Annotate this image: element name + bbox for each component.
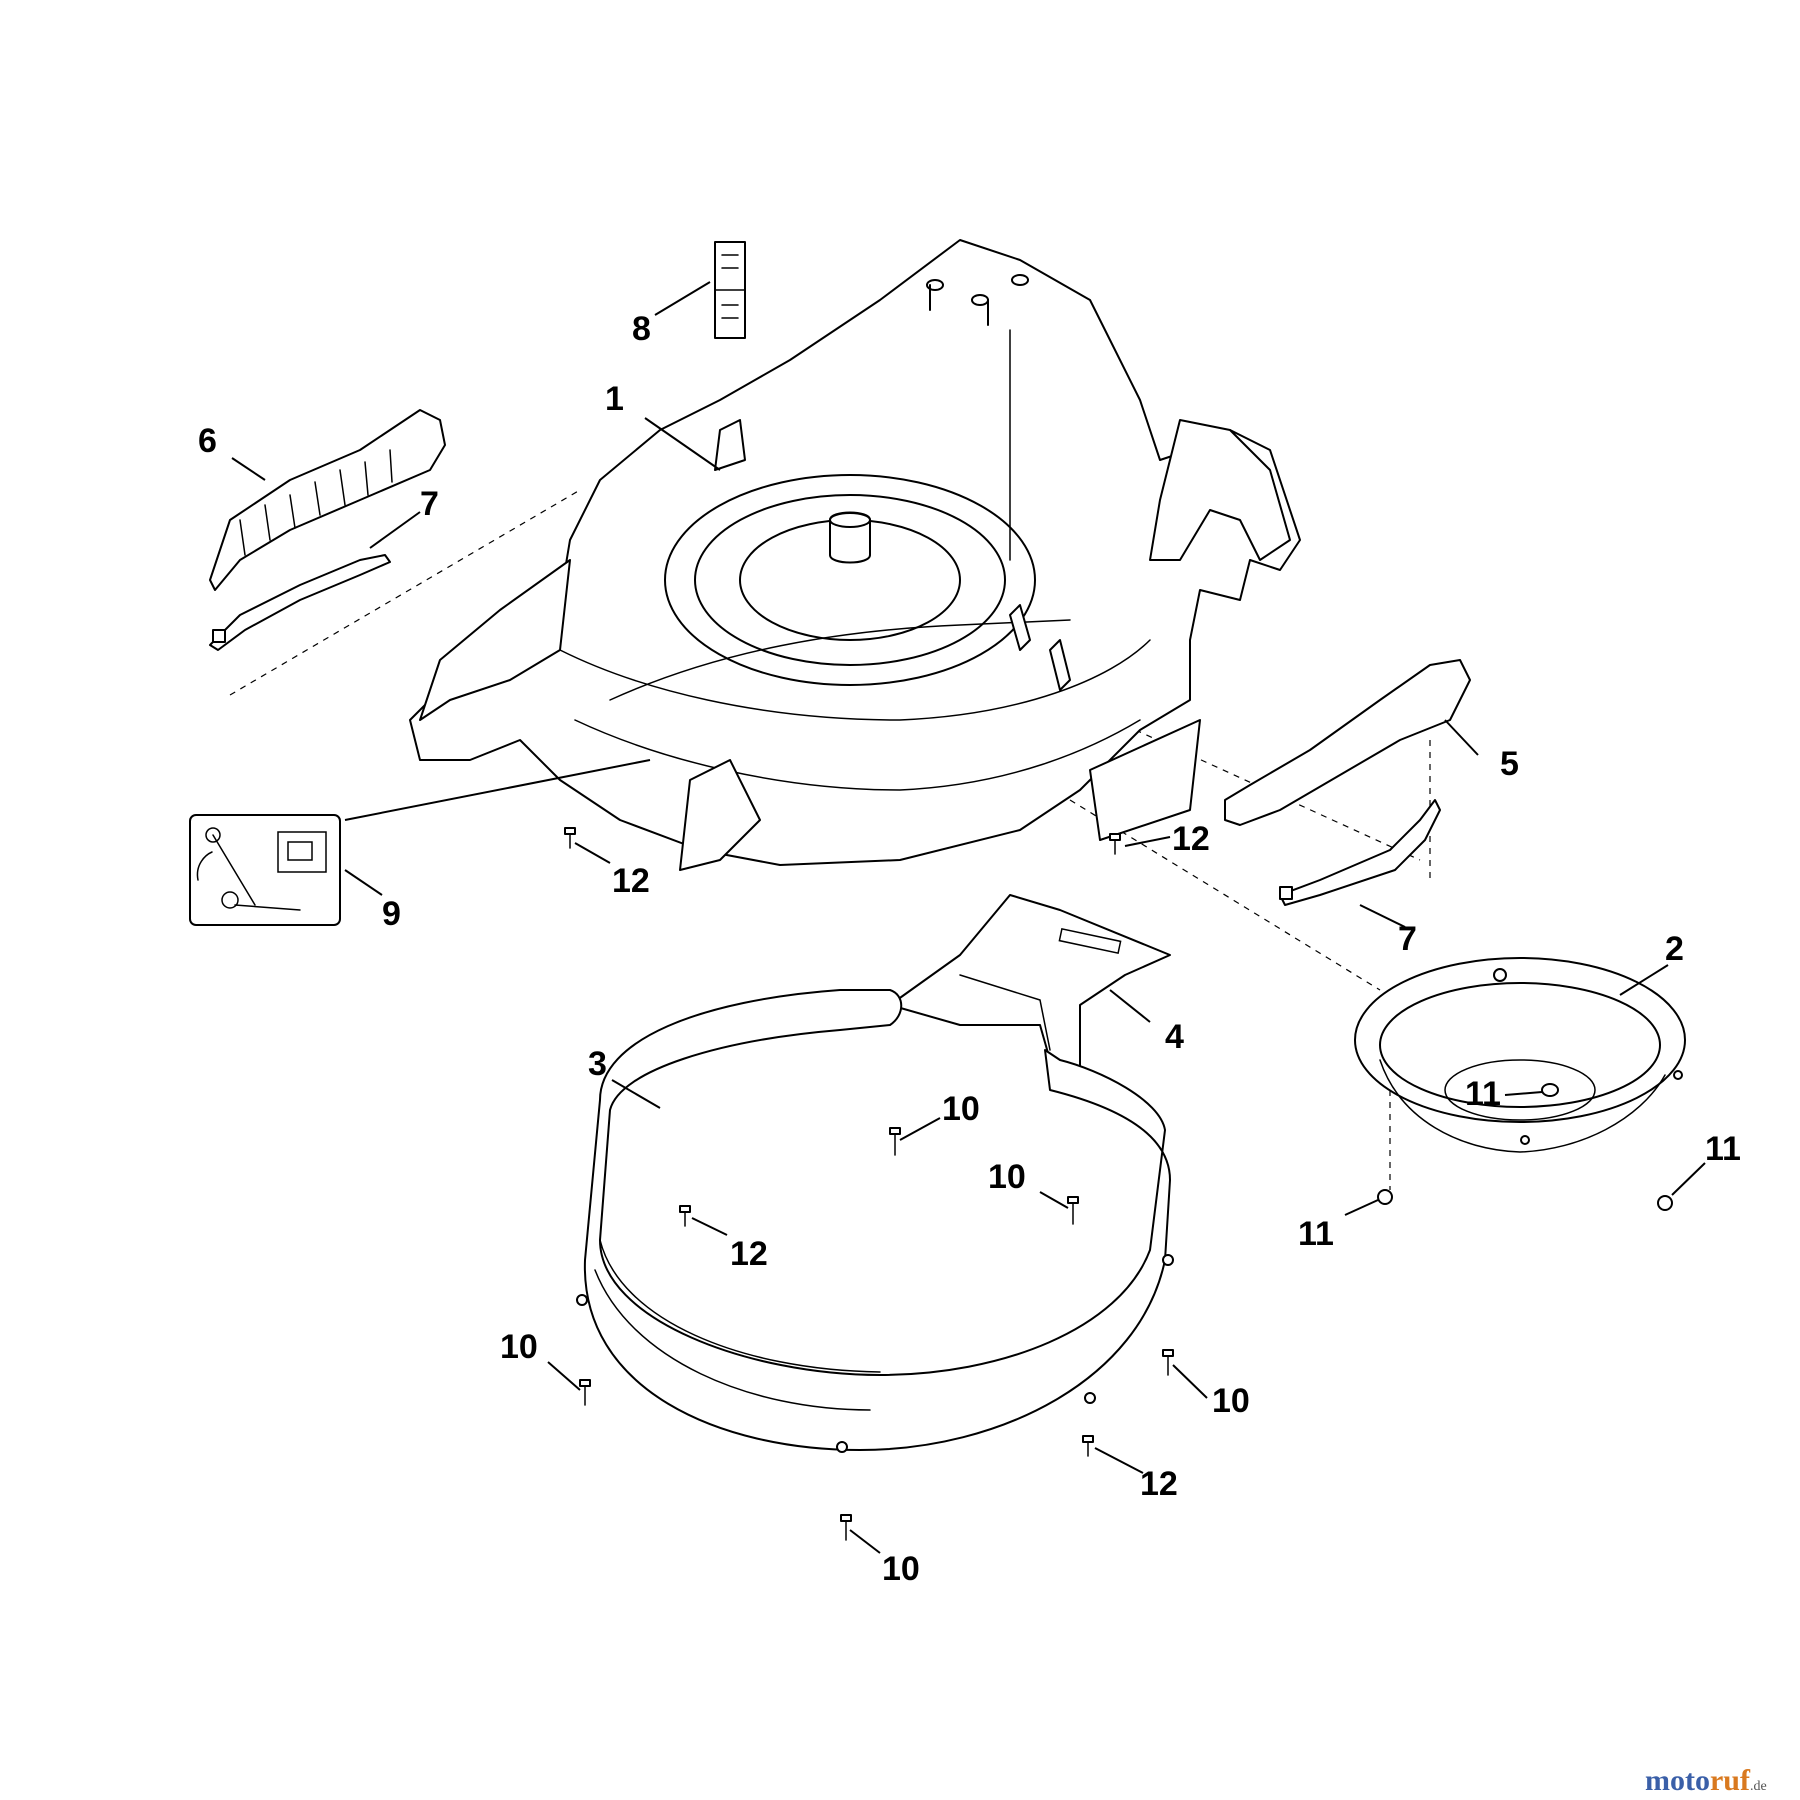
callout-12d: 12: [1140, 1465, 1178, 1503]
callout-7-left: 7: [420, 485, 439, 523]
rear-cover: [209, 409, 446, 591]
leader-lines: [231, 281, 1706, 1554]
callout-5: 5: [1500, 745, 1519, 783]
side-cover: [1224, 659, 1471, 826]
adjustment-rail-left: [209, 554, 391, 651]
callout-10a: 10: [942, 1090, 980, 1128]
svg-text:motoruf.de: motoruf.de: [1645, 1764, 1767, 1797]
watermark-logo: motoruf.de: [1645, 1764, 1767, 1797]
screw-10c: [579, 1379, 591, 1406]
adjustment-rail-right: [1279, 799, 1441, 906]
nut-11a: [1377, 1189, 1393, 1205]
screw-12c: [679, 1205, 691, 1227]
callout-labels: 1 2 3 4 5 6 7 7 8 9 10 10 10 10 10 11 11…: [198, 310, 1741, 1588]
callout-11b: 11: [1298, 1215, 1334, 1253]
callout-11c: 11: [1705, 1130, 1741, 1168]
callout-11a: 11: [1465, 1075, 1501, 1113]
warning-label: [714, 241, 746, 339]
screws: [564, 827, 1673, 1541]
screw-12d: [1082, 1435, 1094, 1457]
screw-10d: [1162, 1349, 1174, 1376]
callout-10d: 10: [1212, 1382, 1250, 1420]
screw-10a: [889, 1127, 901, 1156]
blade-guard-ring: [576, 989, 1174, 1453]
callout-3: 3: [588, 1045, 607, 1083]
callout-10c: 10: [500, 1328, 538, 1366]
callout-7-right: 7: [1398, 920, 1417, 958]
instruction-decal: [189, 814, 341, 926]
watermark-text-b: ruf: [1710, 1764, 1751, 1797]
watermark-text-a: moto: [1645, 1764, 1710, 1797]
callout-9: 9: [382, 895, 401, 933]
nut-11b: [1657, 1195, 1673, 1211]
deck-housing: [409, 239, 1301, 871]
callout-4: 4: [1165, 1018, 1184, 1056]
callout-12a: 12: [612, 862, 650, 900]
callout-10e: 10: [882, 1550, 920, 1588]
callout-12b: 12: [1172, 820, 1210, 858]
callout-12c: 12: [730, 1235, 768, 1273]
screw-12a: [564, 827, 576, 849]
callout-1: 1: [605, 380, 624, 418]
screw-10b: [1067, 1196, 1079, 1225]
screw-10e: [840, 1514, 852, 1541]
deflector: [889, 894, 1171, 1071]
callout-10b: 10: [988, 1158, 1026, 1196]
callout-8: 8: [632, 310, 651, 348]
screw-12b: [1109, 833, 1121, 855]
callout-6: 6: [198, 422, 217, 460]
watermark-suffix: .de: [1750, 1779, 1767, 1794]
blade-drum: [1354, 957, 1686, 1153]
callout-2: 2: [1665, 930, 1684, 968]
